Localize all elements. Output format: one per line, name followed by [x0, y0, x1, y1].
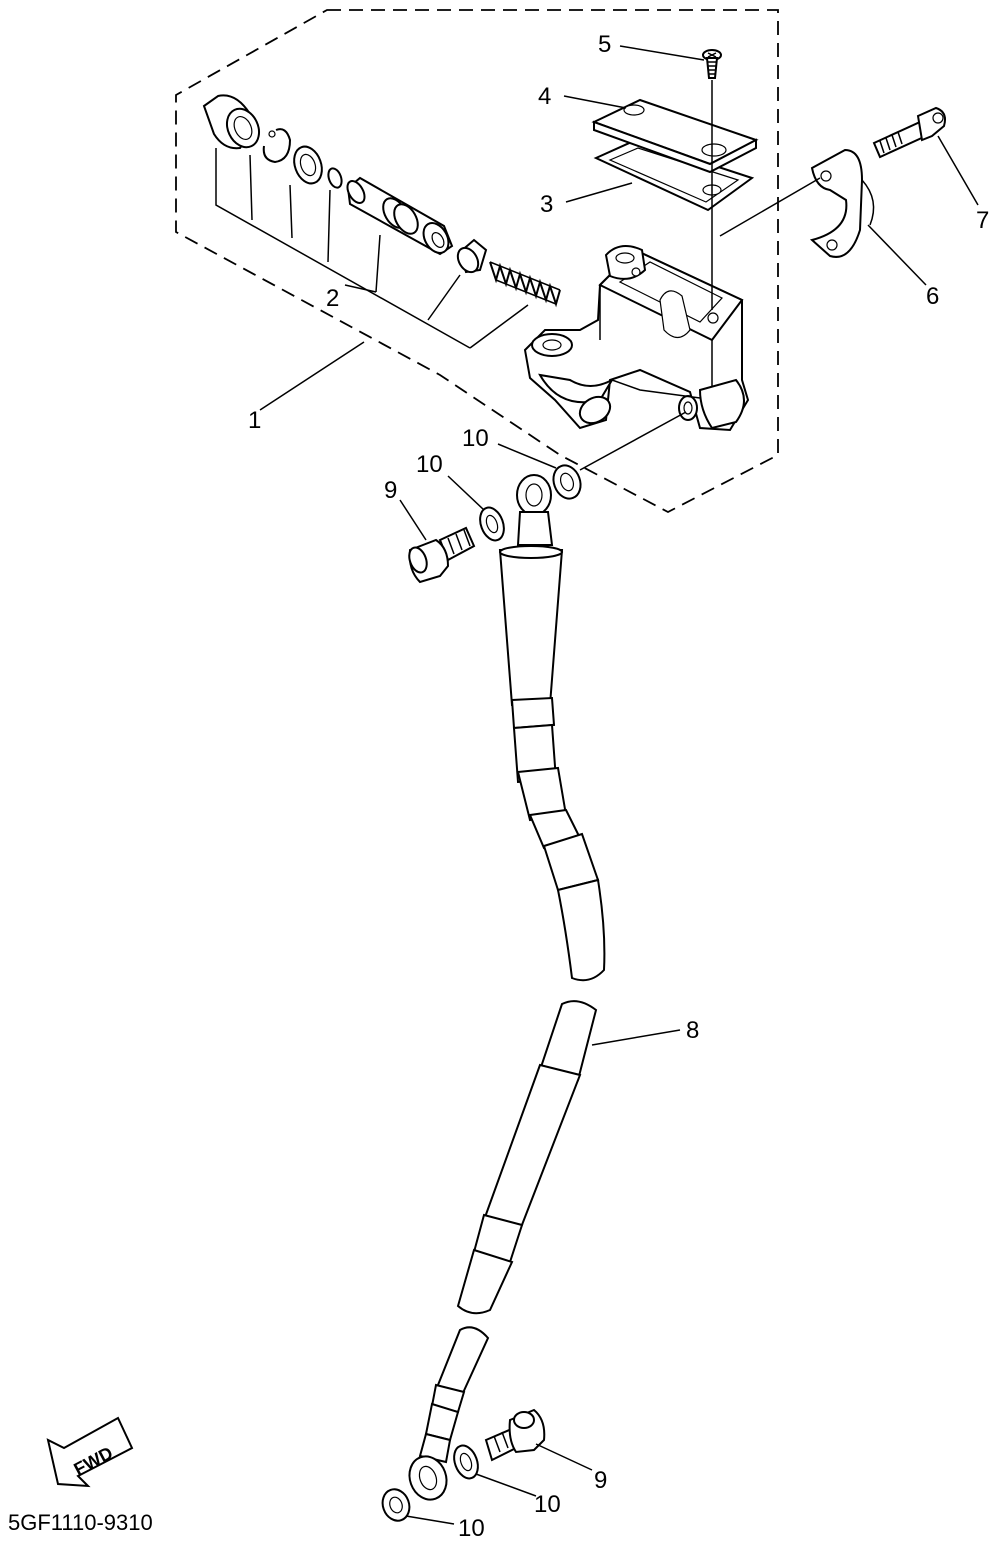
callout-4: 4: [538, 83, 551, 110]
brake-hose-upper: [498, 474, 606, 982]
leader-4: [563, 95, 627, 109]
callout-10-lower-right: 10: [534, 1491, 561, 1518]
leader-7: [937, 135, 979, 206]
cup-seal: [456, 238, 488, 274]
banjo-link-line: [579, 411, 687, 471]
gasket-lower-left: [381, 1488, 411, 1522]
piston: [346, 176, 454, 256]
callout-7: 7: [976, 207, 989, 234]
callout-8: 8: [686, 1017, 699, 1044]
assembly-boundary: [175, 9, 779, 514]
holder-bolt: [872, 106, 946, 159]
leader-2: [344, 284, 377, 293]
callout-1: 1: [248, 407, 261, 434]
master-cylinder-body: [523, 245, 750, 432]
callout-5: 5: [598, 31, 611, 58]
leader-10a: [497, 443, 557, 469]
callout-9-lower: 9: [594, 1467, 607, 1494]
leader-8: [591, 1029, 681, 1046]
leader-10c: [475, 1473, 537, 1497]
circlip: [262, 128, 292, 164]
leader-kit: [215, 148, 529, 349]
callout-10-lower-left: 10: [458, 1515, 485, 1542]
leader-10b: [447, 475, 485, 511]
cap-screw: [702, 49, 722, 79]
callout-10-upper-left: 10: [416, 451, 443, 478]
callout-6: 6: [926, 283, 939, 310]
dust-boot: [202, 94, 261, 150]
union-bolt-upper: [408, 526, 476, 584]
callout-2: 2: [326, 285, 339, 312]
leader-5: [619, 45, 705, 61]
holder-line: [719, 177, 821, 237]
diaphragm: [593, 138, 755, 212]
fwd-arrow-icon: FWD: [46, 1416, 134, 1488]
washer-inner: [299, 153, 317, 177]
gasket-upper-right: [552, 464, 582, 500]
callout-10-upper-right: 10: [462, 425, 489, 452]
leader-10d: [405, 1515, 455, 1525]
gasket-lower-right: [453, 1444, 479, 1480]
callout-9-upper: 9: [384, 477, 397, 504]
union-bolt-lower: [484, 1408, 546, 1462]
diagram-code: 5GF1110-9310: [8, 1510, 153, 1535]
spring: [489, 261, 561, 308]
gasket-upper-left: [479, 506, 505, 542]
leader-9b: [535, 1443, 593, 1471]
brake-hose-lower: [408, 1000, 598, 1501]
leader-6: [867, 224, 927, 286]
callout-3: 3: [540, 191, 553, 218]
leader-1: [259, 341, 365, 411]
leader-3: [565, 182, 633, 203]
leader-9a: [399, 499, 427, 541]
holder: [809, 148, 875, 258]
o-ring: [327, 167, 343, 189]
